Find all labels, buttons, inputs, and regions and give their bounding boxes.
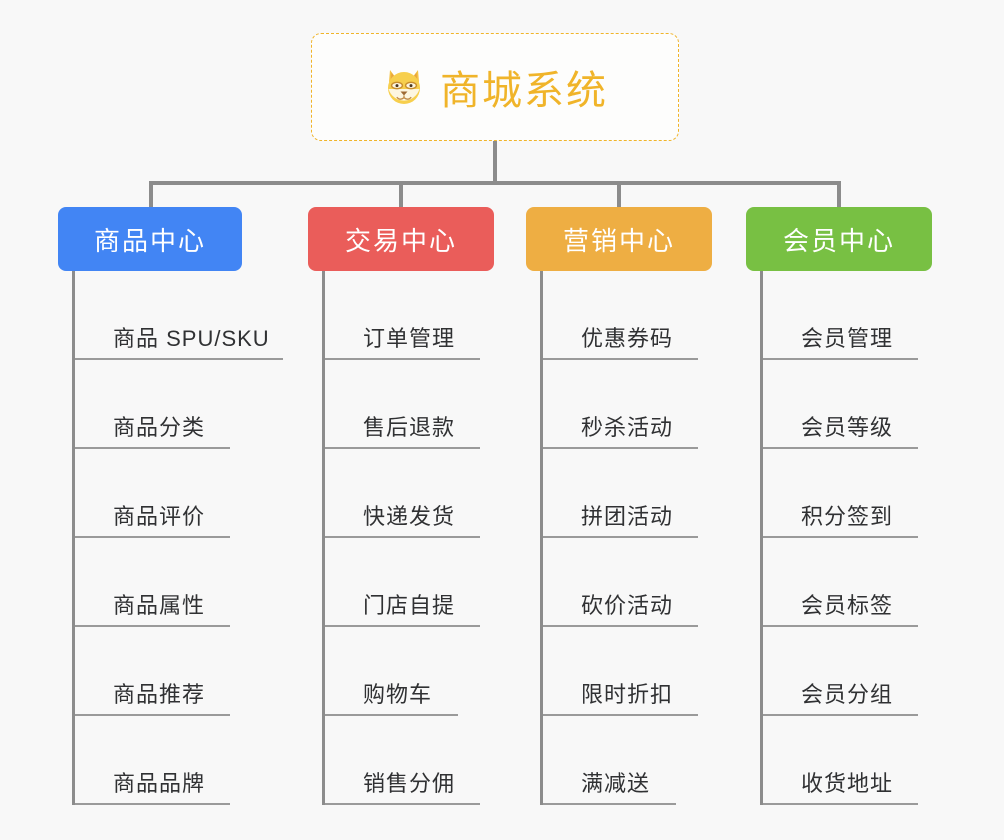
leaf-item-label: 会员等级 [801,415,894,440]
leaf-item[interactable]: 秒杀活动 [543,360,712,449]
leaf-item-label: 满减送 [581,771,651,796]
leaf-list-trade-center: 订单管理售后退款快递发货门店自提购物车销售分佣 [322,271,494,805]
leaf-item[interactable]: 售后退款 [325,360,494,449]
leaf-underline [325,358,480,360]
leaf-underline [543,358,698,360]
leaf-item[interactable]: 积分签到 [763,449,932,538]
leaf-item-label: 砍价活动 [581,593,674,618]
connector-root-stem [493,141,497,183]
leaf-item[interactable]: 商品评价 [75,449,284,538]
leaf-underline [75,447,230,449]
leaf-underline [75,536,230,538]
leaf-item-label: 会员标签 [801,593,894,618]
leaf-underline [325,803,480,805]
category-column-trade-center: 交易中心 订单管理售后退款快递发货门店自提购物车销售分佣 [308,207,494,805]
category-header-product-center[interactable]: 商品中心 [58,207,242,271]
category-header-member-center[interactable]: 会员中心 [746,207,932,271]
leaf-item-label: 会员管理 [801,326,894,351]
leaf-item[interactable]: 商品属性 [75,538,284,627]
leaf-item-label: 商品属性 [113,593,206,618]
connector-drop-2 [399,181,403,207]
category-column-member-center: 会员中心 会员管理会员等级积分签到会员标签会员分组收货地址 [746,207,932,805]
leaf-item[interactable]: 砍价活动 [543,538,712,627]
leaf-item-label: 门店自提 [363,593,456,618]
leaf-underline [543,714,698,716]
leaf-item-label: 会员分组 [801,682,894,707]
leaf-item[interactable]: 门店自提 [325,538,494,627]
leaf-underline [543,536,698,538]
leaf-underline [763,447,918,449]
leaf-underline [325,447,480,449]
leaf-item[interactable]: 拼团活动 [543,449,712,538]
leaf-item-label: 售后退款 [363,415,456,440]
root-title: 商城系统 [440,69,608,113]
leaf-item-label: 商品品牌 [113,771,206,796]
leaf-item[interactable]: 满减送 [543,716,712,805]
category-label: 营销中心 [562,225,675,256]
leaf-item[interactable]: 商品 SPU/SKU [75,271,284,360]
category-column-marketing-center: 营销中心 优惠券码秒杀活动拼团活动砍价活动限时折扣满减送 [526,207,712,805]
connector-drop-1 [149,181,153,207]
leaf-underline [763,803,918,805]
leaf-item-label: 销售分佣 [363,771,456,796]
leaf-item[interactable]: 限时折扣 [543,627,712,716]
leaf-item-label: 快递发货 [363,504,456,529]
category-label: 交易中心 [344,225,457,256]
leaf-item-label: 收货地址 [801,771,894,796]
leaf-item-label: 拼团活动 [581,504,674,529]
leaf-list-marketing-center: 优惠券码秒杀活动拼团活动砍价活动限时折扣满减送 [540,271,712,805]
leaf-item[interactable]: 商品分类 [75,360,284,449]
leaf-item[interactable]: 收货地址 [763,716,932,805]
leaf-item-label: 优惠券码 [581,326,674,351]
leaf-item-label: 秒杀活动 [581,415,674,440]
leaf-item[interactable]: 会员分组 [763,627,932,716]
leaf-underline [75,803,230,805]
leaf-underline [543,625,698,627]
leaf-item[interactable]: 销售分佣 [325,716,494,805]
leaf-item[interactable]: 购物车 [325,627,494,716]
leaf-item[interactable]: 会员管理 [763,271,932,360]
connector-drop-4 [837,181,841,207]
shiba-inu-dog-icon [382,65,426,109]
leaf-list-product-center: 商品 SPU/SKU 商品分类商品评价商品属性商品推荐商品品牌 [72,271,284,805]
leaf-item-label: 购物车 [363,682,433,707]
leaf-item[interactable]: 商品品牌 [75,716,284,805]
leaf-item[interactable]: 优惠券码 [543,271,712,360]
leaf-item-label: 商品分类 [113,415,206,440]
category-label: 商品中心 [93,225,206,256]
leaf-underline [75,358,283,360]
leaf-item-label: 商品推荐 [113,682,206,707]
leaf-underline [763,714,918,716]
category-header-trade-center[interactable]: 交易中心 [308,207,494,271]
leaf-item[interactable]: 会员等级 [763,360,932,449]
leaf-item[interactable]: 快递发货 [325,449,494,538]
leaf-item-label: 订单管理 [363,326,456,351]
connector-drop-3 [617,181,621,207]
leaf-item-label: 商品评价 [113,504,206,529]
category-header-marketing-center[interactable]: 营销中心 [526,207,712,271]
leaf-underline [543,447,698,449]
leaf-item-label: 积分签到 [801,504,894,529]
root-node-shopping-mall-system[interactable]: 商城系统 [311,33,679,141]
leaf-item-label: 商品 SPU/SKU [113,326,270,351]
leaf-item-label: 限时折扣 [581,682,674,707]
leaf-item[interactable]: 会员标签 [763,538,932,627]
leaf-item[interactable]: 商品推荐 [75,627,284,716]
leaf-underline [325,536,480,538]
connector-horizontal-bus [149,181,841,185]
leaf-underline [763,358,918,360]
leaf-underline [763,536,918,538]
category-column-product-center: 商品中心 商品 SPU/SKU 商品分类商品评价商品属性商品推荐商品品牌 [58,207,284,805]
leaf-underline [763,625,918,627]
leaf-list-member-center: 会员管理会员等级积分签到会员标签会员分组收货地址 [760,271,932,805]
category-label: 会员中心 [782,225,895,256]
leaf-underline [325,625,480,627]
leaf-underline [75,625,230,627]
leaf-underline [75,714,230,716]
leaf-item[interactable]: 订单管理 [325,271,494,360]
leaf-underline [543,803,676,805]
leaf-underline [325,714,458,716]
